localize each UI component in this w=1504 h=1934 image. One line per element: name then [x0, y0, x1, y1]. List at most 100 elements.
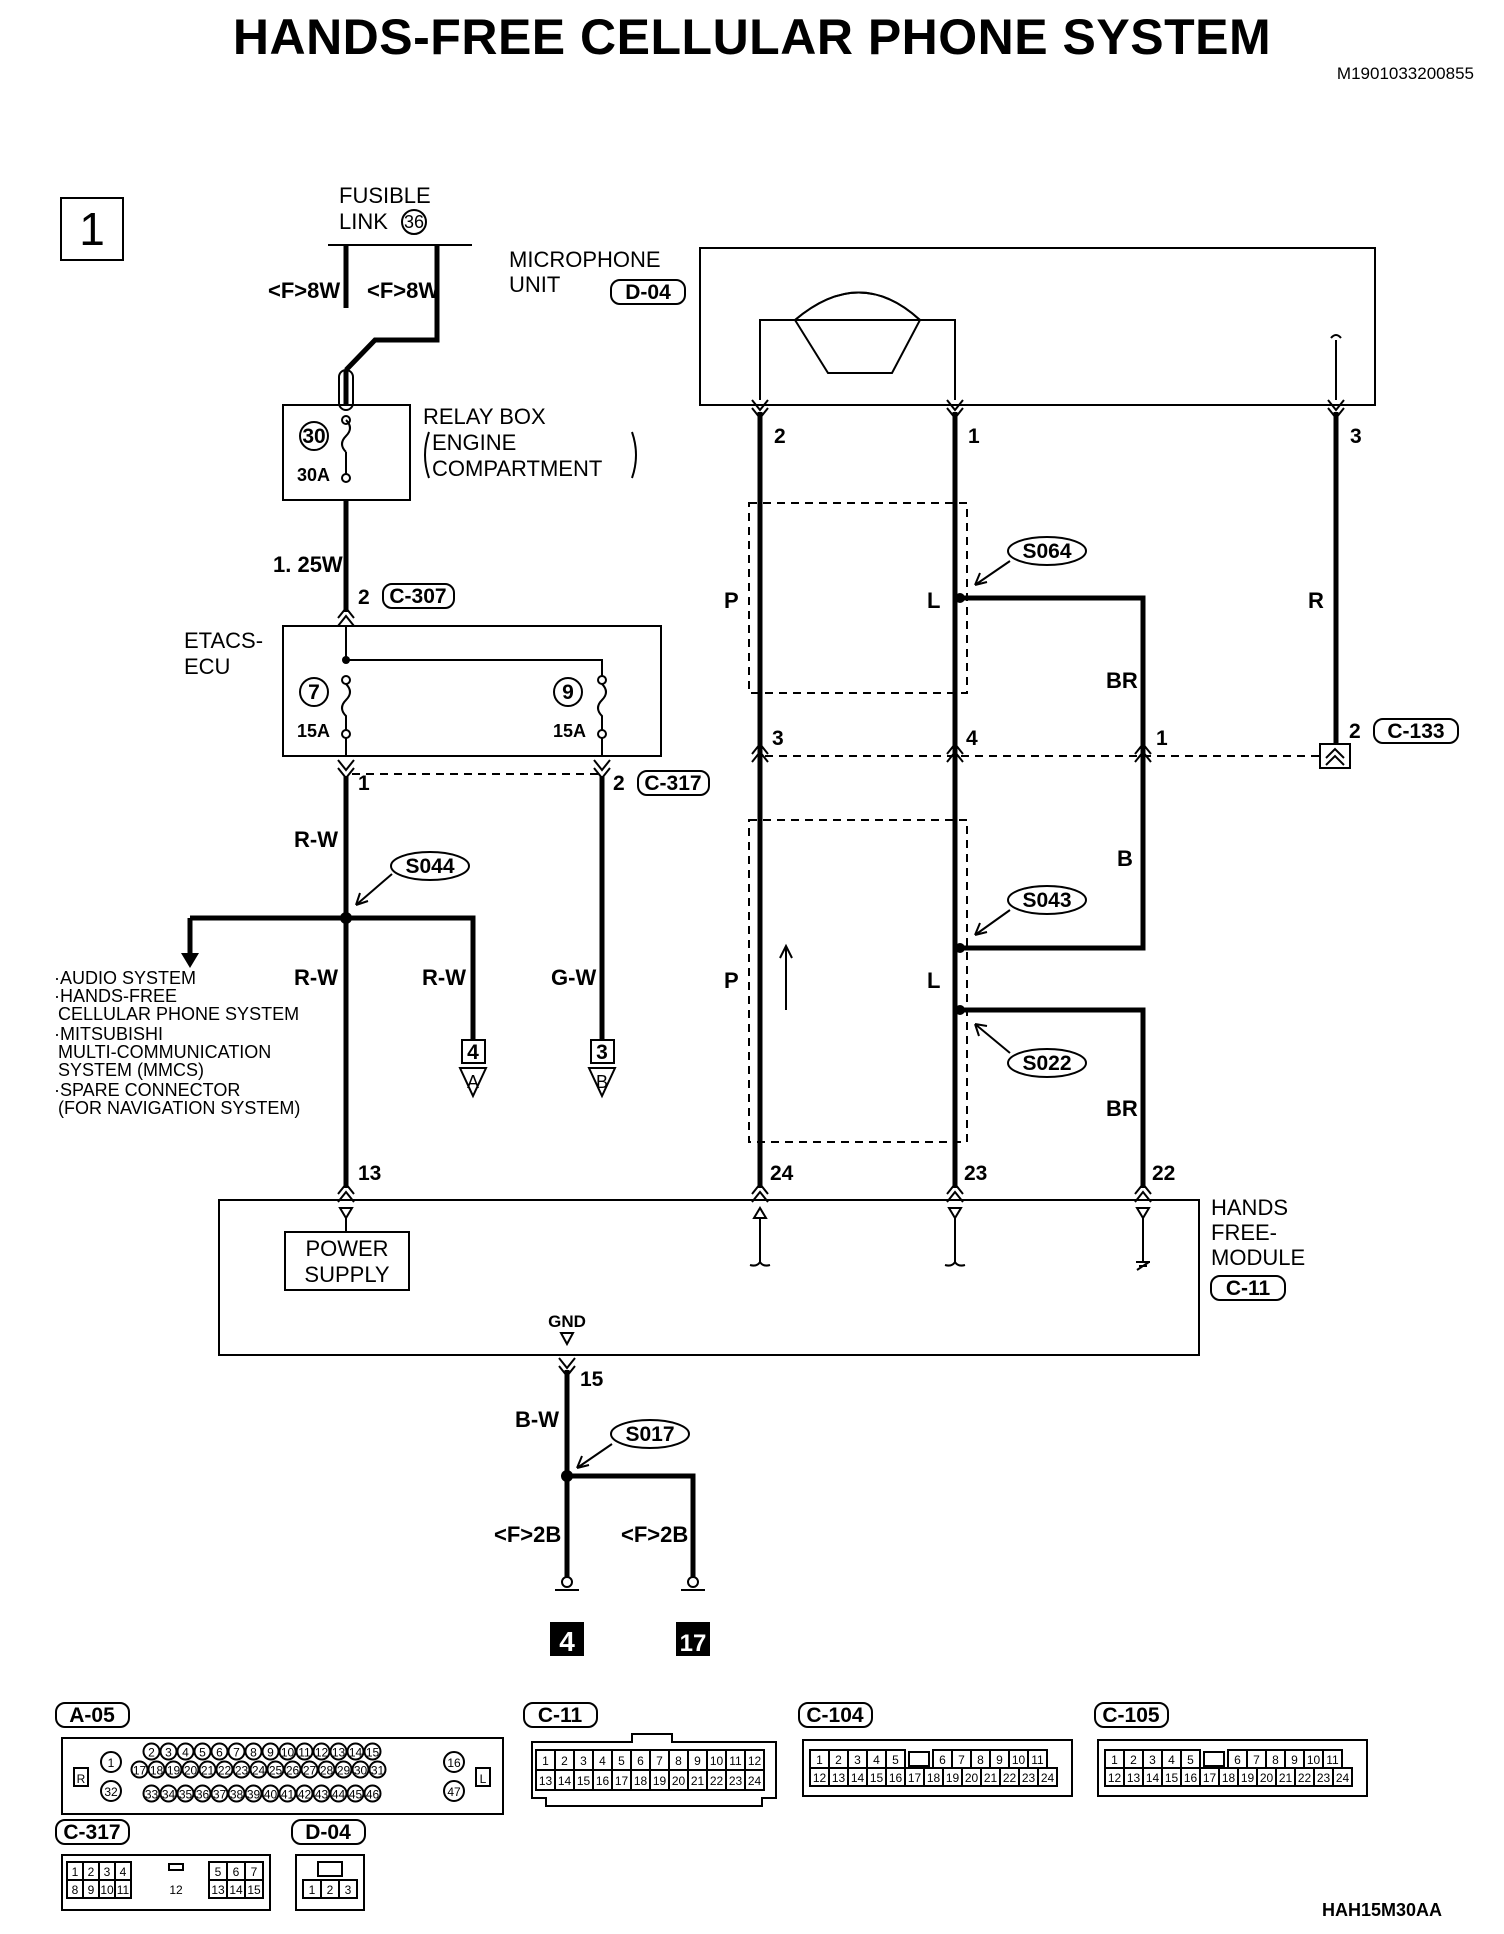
- wire-br-22: [960, 1007, 1146, 1188]
- connector-pin: 33: [145, 1788, 159, 1802]
- connector-pin: 10: [281, 1746, 295, 1760]
- splice-s044-label: S044: [405, 855, 454, 878]
- connector-pin: 41: [281, 1788, 295, 1802]
- offpage-connector-b: 3 B: [587, 1039, 617, 1099]
- microphone-connector-label: D-04: [625, 281, 671, 304]
- wire-label-f2b-a: <F>2B: [494, 1522, 561, 1547]
- audio-note-line: MULTI-COMMUNICATION: [58, 1042, 271, 1062]
- connector-pin: 18: [1222, 1771, 1236, 1785]
- connector-pin: 25: [269, 1764, 283, 1778]
- offpage-b-letter: B: [596, 1072, 608, 1092]
- connector-pin: 14: [349, 1746, 363, 1760]
- pin-hfm-22: 22: [1152, 1162, 1175, 1185]
- d04-label: D-04: [305, 1821, 351, 1844]
- splice-s064-label: S064: [1022, 540, 1071, 563]
- connector-pin: 23: [729, 1774, 743, 1788]
- pin-hfm-15: 15: [580, 1368, 604, 1391]
- connector-pin: 17: [908, 1771, 922, 1785]
- c317-label: C-317: [63, 1821, 120, 1844]
- connector-pin: 14: [229, 1883, 243, 1897]
- connector-pin: 12: [169, 1883, 183, 1897]
- pin-c133: 2: [1349, 720, 1361, 743]
- connector-pin: 12: [315, 1746, 329, 1760]
- connector-pin: 9: [1291, 1753, 1298, 1767]
- connector-pin: 8: [1272, 1753, 1279, 1767]
- connector-tag-c307: C-307: [382, 583, 455, 609]
- connector-pin: 2: [327, 1883, 334, 1897]
- connector-pin: 16: [596, 1774, 610, 1788]
- connector-pin: 22: [1003, 1771, 1017, 1785]
- connector-pin: 5: [618, 1754, 625, 1768]
- connector-pin: 9: [267, 1746, 274, 1760]
- connector-pin: 3: [854, 1753, 861, 1767]
- connector-pin: 11: [1326, 1753, 1339, 1767]
- connector-pin: 23: [235, 1764, 249, 1778]
- wire-label-l-1: L: [927, 588, 940, 613]
- connector-pin: 1: [72, 1865, 79, 1879]
- etacs-label-2: ECU: [184, 654, 230, 679]
- splice-s064: S064: [974, 536, 1087, 586]
- connector-pin: 8: [72, 1883, 79, 1897]
- offpage-connector-a: 4 A: [458, 1039, 488, 1099]
- wire-f8w-b: [344, 245, 440, 372]
- wire-label-rw-2: R-W: [294, 965, 338, 990]
- hfm-label: HANDS: [1211, 1195, 1288, 1220]
- connector-pin: 4: [1168, 1753, 1175, 1767]
- connector-pin: 28: [320, 1764, 334, 1778]
- connector-pin: 15: [870, 1771, 884, 1785]
- connector-pin: 20: [1260, 1771, 1274, 1785]
- splice-s044: S044: [355, 851, 470, 906]
- connector-pin: 19: [653, 1774, 667, 1788]
- connector-pin: 3: [104, 1865, 111, 1879]
- relay-box-label-2: ENGINE: [432, 430, 516, 455]
- audio-note-line: ·SPARE CONNECTOR: [54, 1080, 240, 1100]
- c105-label: C-105: [1102, 1704, 1160, 1727]
- connector-pin: 24: [1336, 1771, 1350, 1785]
- connector-pin: 15: [1165, 1771, 1179, 1785]
- etacs-label: ETACS-: [184, 628, 263, 653]
- connector-pin: 13: [1127, 1771, 1141, 1785]
- wire-label-br-2: BR: [1106, 1096, 1138, 1121]
- connector-pin: 2: [148, 1746, 155, 1760]
- connector-tag-c317: C-317: [637, 770, 710, 796]
- connector-pin: 5: [1187, 1753, 1194, 1767]
- ground-point-17: 17: [676, 1622, 710, 1657]
- connector-pin: 2: [835, 1753, 842, 1767]
- ground-point-4: 4: [550, 1622, 584, 1657]
- connector-pin: 23: [1022, 1771, 1036, 1785]
- relay-box: 30 30A RELAY BOX ENGINE COMPARTMENT: [282, 404, 637, 501]
- pin-c307: 2: [358, 586, 370, 609]
- connector-pin: 10: [710, 1754, 724, 1768]
- connector-pin: 16: [1184, 1771, 1198, 1785]
- connector-pin: 2: [88, 1865, 95, 1879]
- connector-pin: 15: [577, 1774, 591, 1788]
- connector-pin: 45: [349, 1788, 363, 1802]
- connector-pin: 11: [729, 1754, 742, 1768]
- connector-pin: 46: [366, 1788, 380, 1802]
- connector-pin: 7: [656, 1754, 663, 1768]
- wire-label-1-25w: 1. 25W: [273, 552, 343, 577]
- microphone-label-2: UNIT: [509, 272, 560, 297]
- pin-etacs-2: 2: [613, 772, 625, 795]
- connector-pin: 17: [133, 1764, 147, 1778]
- connector-pin: 4: [182, 1746, 189, 1760]
- page-number-box: 1: [60, 197, 124, 261]
- connector-pin: 24: [1041, 1771, 1055, 1785]
- audio-note-line: SYSTEM (MMCS): [58, 1060, 204, 1080]
- etacs-ecu: ETACS- ECU 7 15A 9 15A: [184, 625, 662, 757]
- connector-pin: 34: [162, 1788, 176, 1802]
- hfm-gnd-label: GND: [548, 1312, 586, 1331]
- relay-fuse-number: 30: [302, 425, 325, 448]
- connector-pin: 6: [233, 1865, 240, 1879]
- figure-id: HAH15M30AA: [1321, 1900, 1442, 1920]
- wire-label-p-1: P: [724, 588, 739, 613]
- connector-pin: 12: [813, 1771, 827, 1785]
- connector-pin: 3: [165, 1746, 172, 1760]
- splice-s043-label: S043: [1022, 889, 1071, 912]
- connector-pin: 5: [199, 1746, 206, 1760]
- connector-pin: 5: [892, 1753, 899, 1767]
- a05-rb-top: 16: [447, 1756, 461, 1770]
